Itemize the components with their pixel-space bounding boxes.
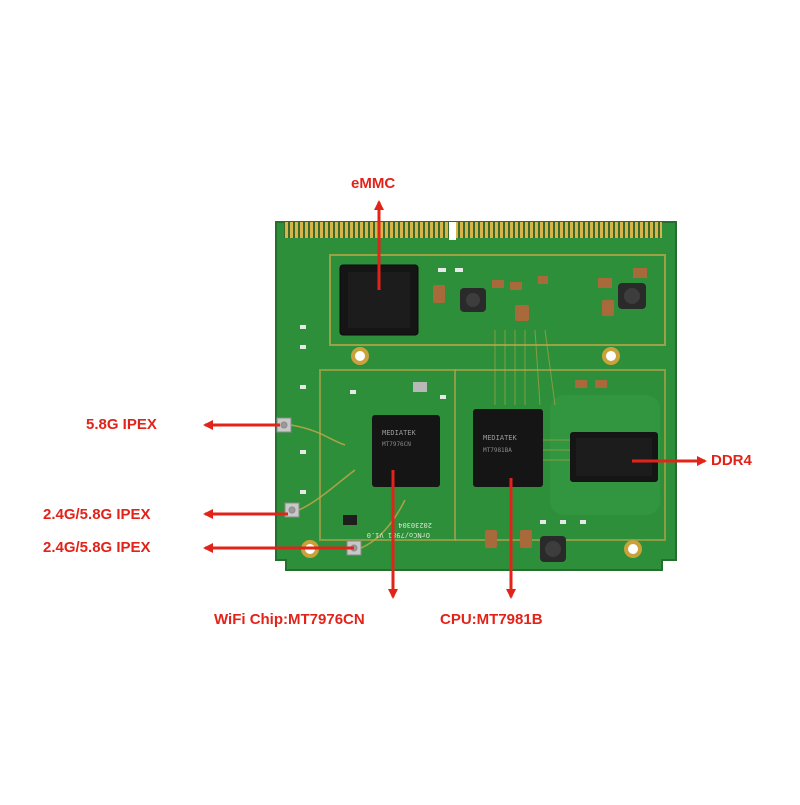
emmc-label: eMMC [351,175,396,192]
ipex-24-58-b-label: 2.4G/5.8G IPEX [43,539,151,556]
cpu-label: CPU:MT7981B [440,611,543,628]
pcb-board [275,221,677,571]
ipex-58-label: 5.8G IPEX [86,416,157,433]
annotation-arrows [203,200,707,599]
wifi-chip-label: WiFi Chip:MT7976CN [214,611,365,628]
wifi-chip: MEDIATEK MT7976CN [372,415,440,487]
cpu-chip: MEDIATEK MT7981BA [473,409,543,487]
board-date: 20230304 [398,521,432,529]
cpu-chip-brand: MEDIATEK [483,434,518,442]
board-version: OrNCo/7981 V1.0 [367,531,430,539]
emmc-chip [339,264,419,336]
wifi-chip-brand: MEDIATEK [382,429,417,437]
ddr4-chip [570,432,658,482]
ddr4-label: DDR4 [711,452,752,469]
cpu-chip-part: MT7981BA [483,447,512,454]
ipex-24-58-a-label: 2.4G/5.8G IPEX [43,506,151,523]
wifi-chip-part: MT7976CN [382,441,411,448]
